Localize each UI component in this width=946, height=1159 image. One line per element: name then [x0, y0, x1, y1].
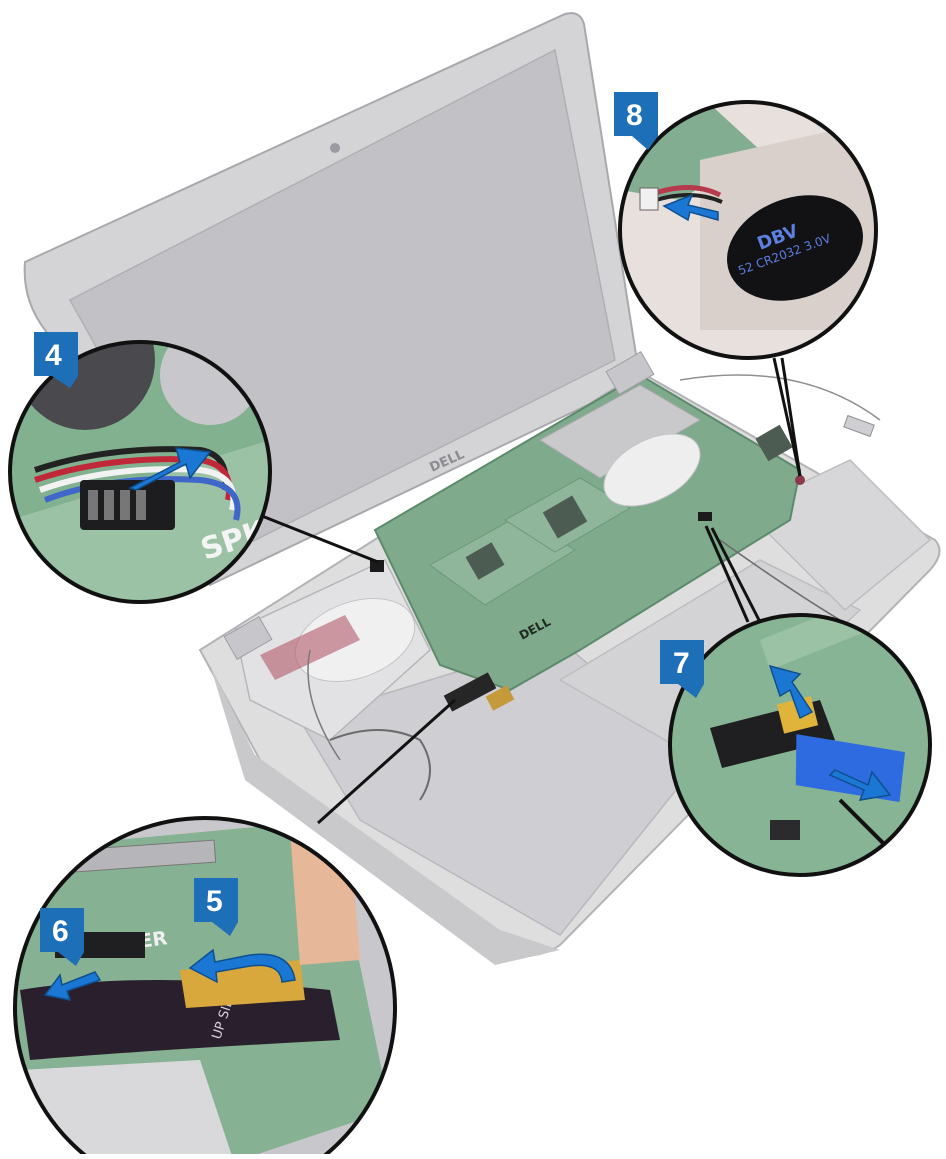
- step-badge-8: 8: [614, 92, 658, 150]
- detail-callout-4: SPK 4: [8, 332, 272, 604]
- step-badge-6: 6: [40, 908, 84, 966]
- step-badge-5: 5: [194, 878, 238, 936]
- step-badge-4: 4: [34, 332, 78, 388]
- detail-callout-8: DBV 52 CR2032 3.0V 8: [614, 92, 878, 360]
- coin-cell-battery: [727, 195, 863, 301]
- webcam-icon: [330, 143, 340, 153]
- power-button-board-connector: [443, 672, 497, 712]
- lift-latch-arrow-icon: [768, 664, 814, 720]
- leader-lines: [261, 357, 802, 825]
- step-badge-7: 7: [660, 640, 704, 698]
- svg-text:7: 7: [673, 647, 690, 680]
- disconnect-arrow-icon: [43, 971, 102, 1001]
- speaker-connector: [370, 560, 384, 572]
- disconnect-arrow-icon: [662, 193, 719, 222]
- svg-text:5: 5: [206, 885, 223, 918]
- svg-text:6: 6: [52, 915, 69, 948]
- pull-arrow-icon: [128, 447, 212, 491]
- disconnect-arrow-icon: [828, 769, 892, 801]
- kb-board-print: KB: [91, 817, 113, 843]
- coin-cell-connector: [795, 475, 805, 485]
- keyboard-backlight-connector: [698, 512, 712, 521]
- detail-callout-7: 7: [660, 613, 932, 877]
- detail-callout-5-6: KB POWER UP SIDE 5 6: [13, 816, 397, 1159]
- svg-text:8: 8: [626, 99, 643, 132]
- svg-text:4: 4: [45, 339, 62, 372]
- open-latch-arrow-icon: [188, 948, 296, 984]
